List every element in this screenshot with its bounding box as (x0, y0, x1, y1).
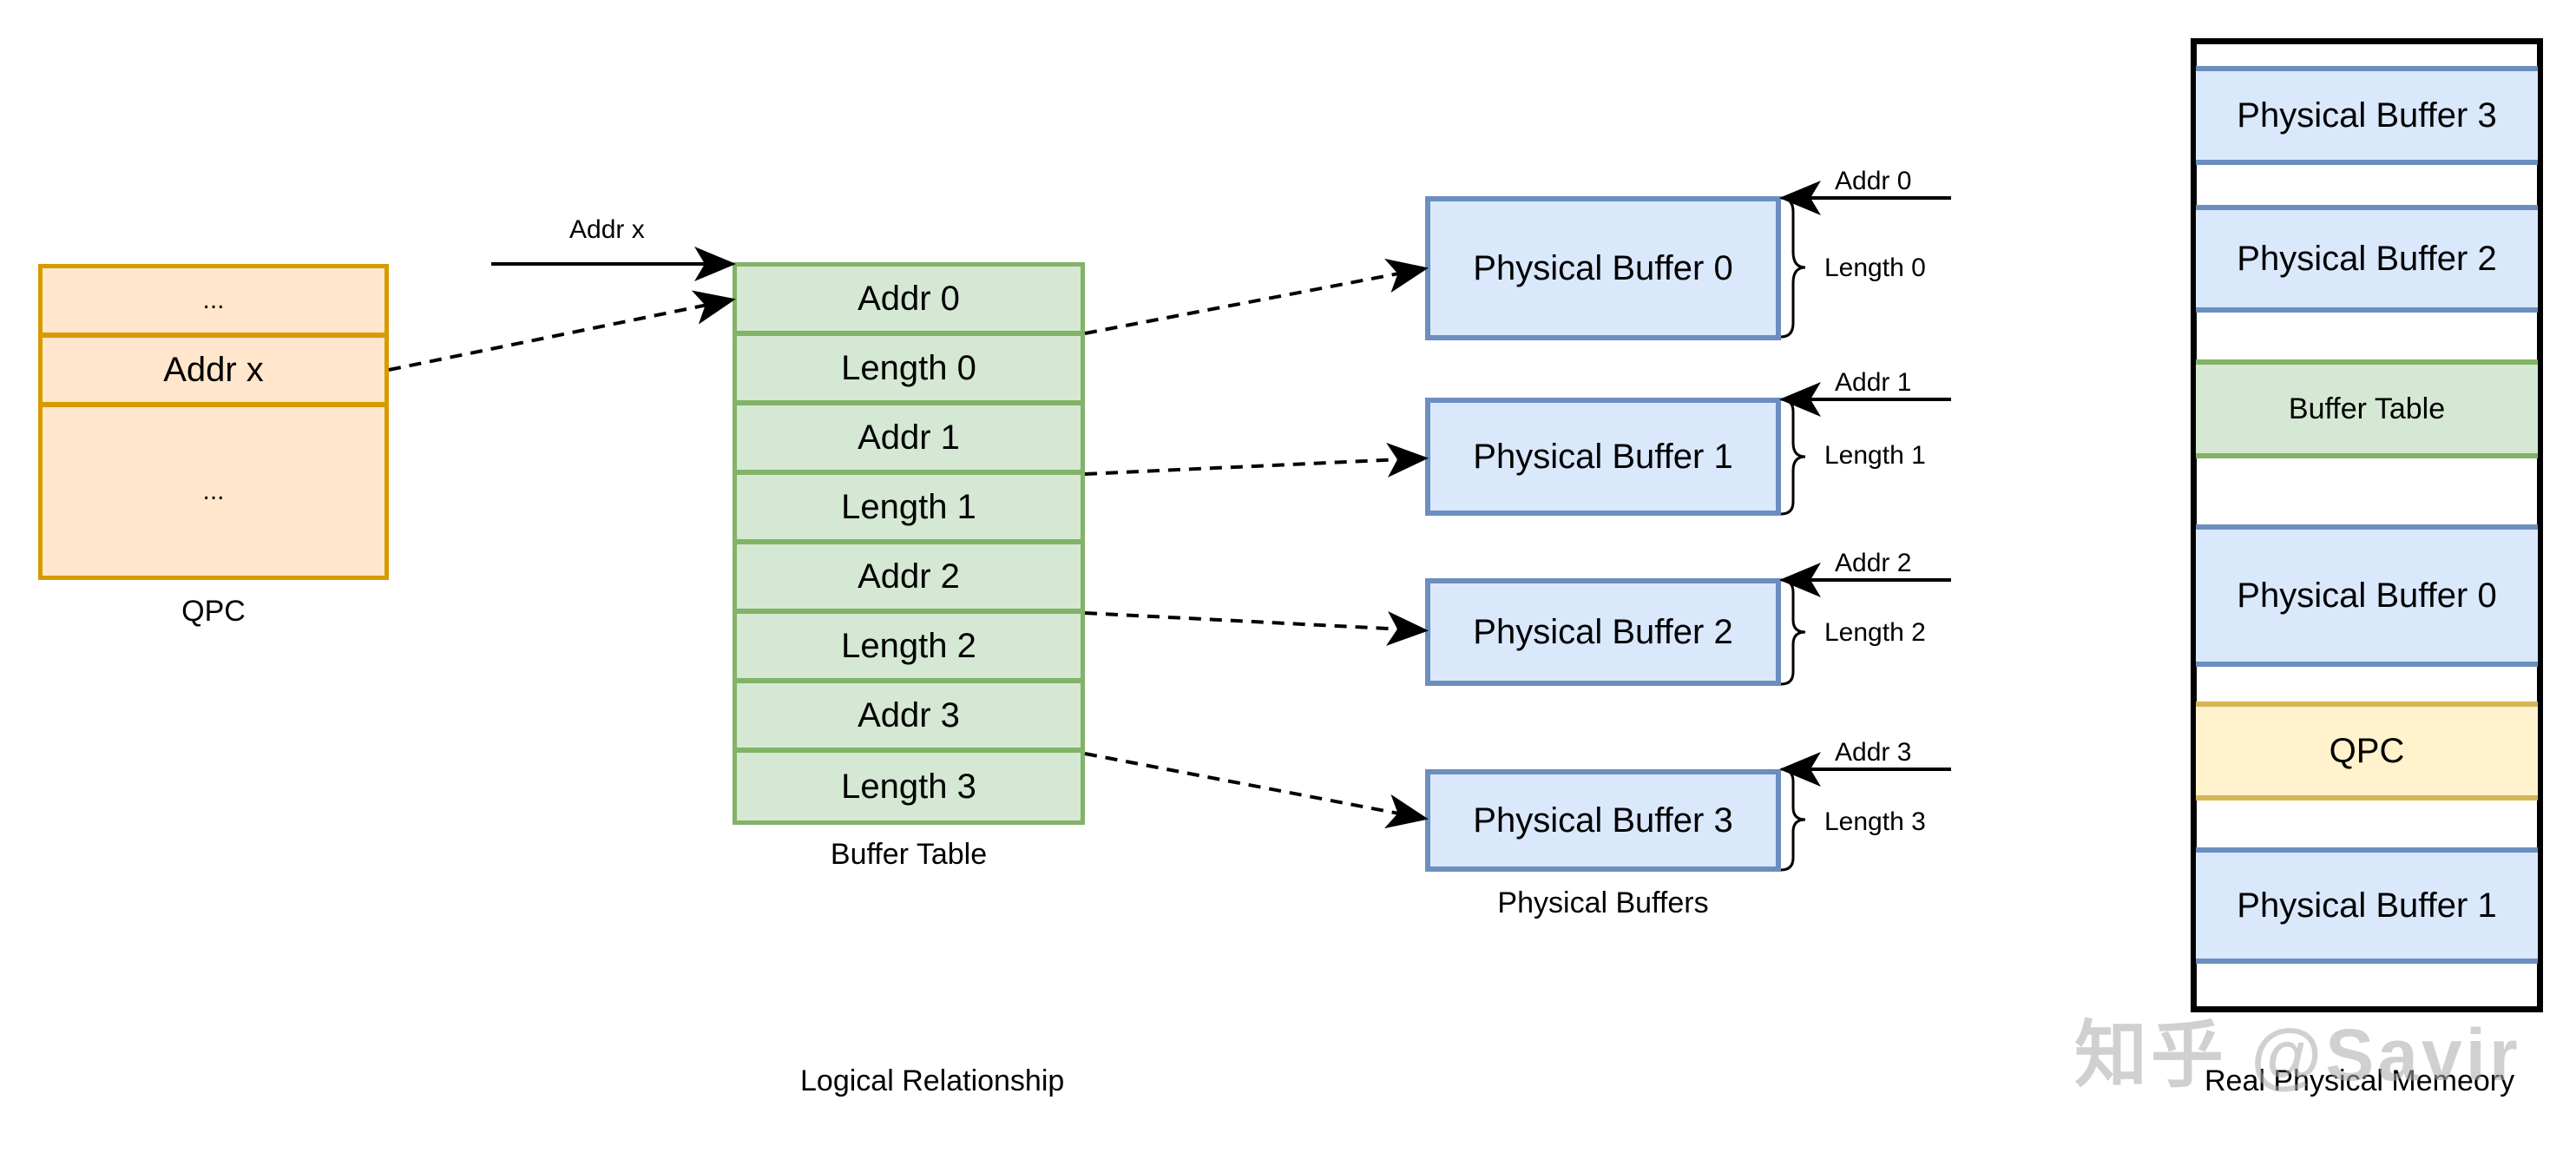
buffer-table-row: Length 0 (733, 332, 1085, 405)
qpc-row-3: ... (38, 403, 389, 580)
memory-block-buffer-table: Buffer Table (2196, 359, 2538, 458)
watermark-text: 知乎 @Savir (2074, 1014, 2521, 1096)
pointer-to-physical-buffer-3 (1084, 752, 1429, 829)
qpc-row-addr-x: Addr x (38, 333, 389, 406)
memory-block-physical-buffer-2: Physical Buffer 2 (2196, 205, 2538, 313)
buffer-table-row: Length 1 (733, 471, 1085, 544)
pb0-length-label: Length 0 (1824, 254, 1926, 282)
length-2-brace (1780, 578, 1806, 686)
length-0-brace (1780, 196, 1806, 339)
physical-buffer-1: Physical Buffer 1 (1425, 398, 1781, 516)
buffer-table-row: Length 3 (733, 748, 1085, 825)
physical-buffer-0: Physical Buffer 0 (1425, 196, 1781, 340)
physical-buffer-2: Physical Buffer 2 (1425, 578, 1781, 686)
physical-buffer-3: Physical Buffer 3 (1425, 769, 1781, 872)
qpc-row-1: ... (38, 264, 389, 337)
buffer-table: Addr 0 Length 0 Addr 1 Length 1 Addr 2 L… (733, 262, 1085, 825)
pb3-length-label: Length 3 (1824, 807, 1926, 836)
memory-block-physical-buffer-0: Physical Buffer 0 (2196, 524, 2538, 667)
buffer-table-caption: Buffer Table (830, 837, 988, 871)
addr-x-arrow-label: Addr x (569, 215, 645, 244)
pointer-to-physical-buffer-0 (1084, 258, 1429, 335)
memory-block-qpc: QPC (2196, 702, 2538, 801)
pb2-addr-label: Addr 2 (1835, 549, 1912, 577)
pb2-length-label: Length 2 (1824, 618, 1926, 647)
pb1-length-label: Length 1 (1824, 441, 1926, 470)
real-memory-caption: Real Physical Memeory (2205, 1064, 2515, 1097)
length-3-brace (1780, 768, 1806, 872)
pb0-addr-label: Addr 0 (1835, 167, 1912, 195)
memory-block-physical-buffer-1: Physical Buffer 1 (2196, 847, 2538, 964)
pb1-addr-label: Addr 1 (1835, 368, 1912, 397)
buffer-table-row: Addr 2 (733, 540, 1085, 613)
buffer-table-row: Addr 0 (733, 262, 1085, 335)
qpc-caption: QPC (181, 594, 246, 628)
memory-block-physical-buffer-3: Physical Buffer 3 (2196, 66, 2538, 165)
pointer-to-physical-buffer-2 (1084, 610, 1429, 646)
qpc-to-buffer-table-pointer (388, 290, 736, 372)
logical-relationship-caption: Logical Relationship (800, 1064, 1065, 1097)
buffer-table-row: Length 2 (733, 609, 1085, 682)
pointer-to-physical-buffer-1 (1084, 442, 1429, 478)
pb3-addr-label: Addr 3 (1835, 738, 1912, 767)
physical-buffers-caption: Physical Buffers (1497, 886, 1709, 919)
length-1-brace (1780, 398, 1806, 516)
